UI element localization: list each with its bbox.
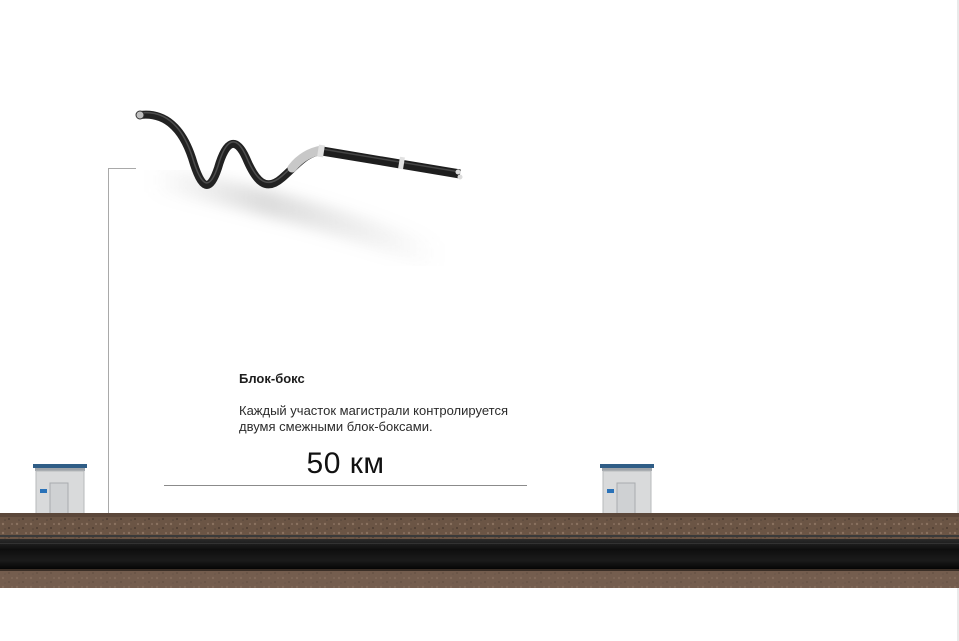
- distance-line: [164, 485, 527, 486]
- leader-line-horizontal: [108, 168, 136, 169]
- right-edge-border: [957, 0, 959, 641]
- block-box-icon: [33, 464, 87, 518]
- cable-coil: [136, 110, 326, 189]
- block-box-title: Блок-бокс: [239, 371, 305, 386]
- description-line-1: Каждый участок магистрали контролируется: [239, 403, 508, 418]
- block-box-icon: [600, 464, 654, 518]
- coiled-cable-illustration: [135, 110, 463, 271]
- cable-straight: [321, 146, 461, 179]
- distance-label: 50 км: [306, 447, 385, 480]
- block-box-description: Каждый участок магистрали контролируется…: [239, 403, 559, 435]
- ground-cross-section: [0, 513, 959, 588]
- description-line-2: двумя смежными блок-боксами.: [239, 419, 433, 434]
- leader-line-vertical: [108, 168, 109, 516]
